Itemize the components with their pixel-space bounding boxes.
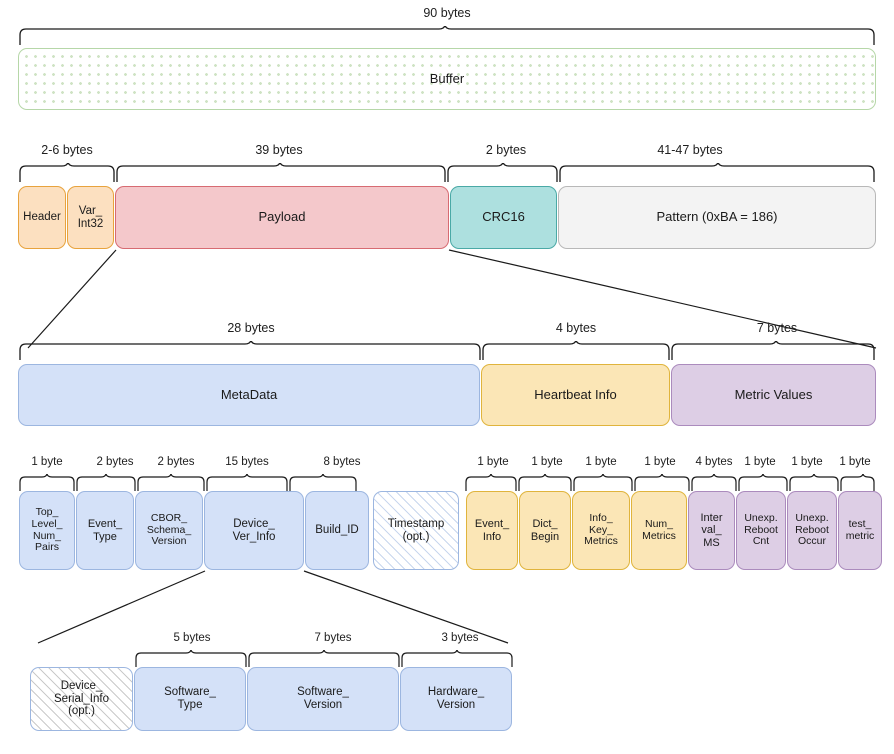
block-num-metrics[interactable]: Num_ Metrics	[631, 491, 687, 570]
block-label: Pattern (0xBA = 186)	[656, 209, 778, 225]
row4-brace-label-5: 1 byte	[477, 456, 509, 468]
block-buffer[interactable]: Buffer	[18, 48, 876, 110]
block-label: Num_ Metrics	[642, 517, 676, 542]
block-label: CRC16	[482, 209, 525, 225]
row4-brace-label-8: 1 byte	[644, 456, 676, 468]
block-pattern[interactable]: Pattern (0xBA = 186)	[558, 186, 876, 249]
row4-brace-label-7: 1 byte	[585, 456, 617, 468]
block-unexp-reboot-cnt[interactable]: Unexp. Reboot Cnt	[736, 491, 786, 570]
row3-brace-label-2: 7 bytes	[756, 321, 798, 335]
row3-brace-label-1: 4 bytes	[555, 321, 597, 335]
block-label: Build_ID	[315, 524, 359, 537]
row5-brace-label-1: 7 bytes	[314, 632, 352, 644]
block-metric-values[interactable]: Metric Values	[671, 364, 876, 426]
row4-brace-label-6: 1 byte	[531, 456, 563, 468]
block-heartbeat-info[interactable]: Heartbeat Info	[481, 364, 670, 426]
block-label: MetaData	[220, 386, 278, 402]
block-label: Metric Values	[734, 386, 813, 402]
block-crc16[interactable]: CRC16	[450, 186, 557, 249]
block-interval-ms[interactable]: Inter val_ MS	[688, 491, 735, 570]
block-unexp-reboot-occur[interactable]: Unexp. Reboot Occur	[787, 491, 837, 570]
block-device-serial-info[interactable]: Device_ Serial_Info (opt.)	[30, 667, 133, 731]
block-label: Software_ Version	[297, 686, 349, 711]
block-label: Device_ Serial_Info (opt.)	[54, 679, 109, 718]
row4-brace-label-1: 2 bytes	[96, 456, 134, 468]
row4-brace-label-3: 15 bytes	[225, 456, 269, 468]
row2-brace-label-2: 2 bytes	[485, 143, 527, 157]
leader-lines-device-ver-info-to-row5	[37, 570, 509, 644]
row4-brace-label-2: 2 bytes	[157, 456, 195, 468]
block-label: CBOR_ Schema_ Version	[146, 511, 192, 548]
block-metadata[interactable]: MetaData	[18, 364, 480, 426]
row3-brace-label-0: 28 bytes	[227, 321, 275, 335]
row4-brace-label-9: 4 bytes	[695, 456, 733, 468]
block-header[interactable]: Header	[18, 186, 66, 249]
block-label: Header	[23, 211, 61, 224]
row5-brace-label-0: 5 bytes	[173, 632, 211, 644]
block-label: test_ metric	[845, 517, 875, 542]
row1-brace	[19, 26, 875, 45]
block-cbor-schema-version[interactable]: CBOR_ Schema_ Version	[135, 491, 203, 570]
row5-braces	[135, 650, 513, 667]
row2-brace-label-0: 2-6 bytes	[41, 143, 93, 157]
block-label: Software_ Type	[164, 686, 216, 711]
row3-braces	[19, 341, 875, 360]
row2-braces	[19, 163, 875, 182]
block-label: Device_ Ver_Info	[232, 517, 276, 543]
block-event-info[interactable]: Event_ Info	[466, 491, 518, 570]
block-event-type[interactable]: Event_ Type	[76, 491, 134, 570]
block-payload[interactable]: Payload	[115, 186, 449, 249]
block-label: Top_ Level_ Num_ Pairs	[31, 506, 63, 554]
block-info-key-metrics[interactable]: Info_ Key_ Metrics	[572, 491, 630, 570]
block-label: Event_ Info	[474, 518, 510, 543]
block-label: Heartbeat Info	[534, 386, 617, 402]
block-test-metric[interactable]: test_ metric	[838, 491, 882, 570]
block-label: Var_ Int32	[77, 204, 104, 230]
row1-brace-label-90-bytes: 90 bytes	[423, 6, 471, 20]
row2-brace-label-1: 39 bytes	[255, 143, 303, 157]
row4-brace-label-10: 1 byte	[744, 456, 776, 468]
leader-lines-payload-to-metadata	[27, 249, 877, 349]
row2-brace-label-3: 41-47 bytes	[657, 143, 723, 157]
row4-braces	[19, 474, 875, 491]
block-label: Dict_ Begin	[530, 518, 560, 543]
row4-brace-label-11: 1 byte	[791, 456, 823, 468]
block-label: Unexp. Reboot Occur	[795, 511, 829, 548]
block-hardware-version[interactable]: Hardware_ Version	[400, 667, 512, 731]
row4-brace-label-12: 1 byte	[839, 456, 871, 468]
block-label: Event_ Type	[87, 518, 123, 543]
block-label: Timestamp (opt.)	[387, 517, 445, 543]
block-software-version[interactable]: Software_ Version	[247, 667, 399, 731]
block-software-type[interactable]: Software_ Type	[134, 667, 246, 731]
block-top-level-num-pairs[interactable]: Top_ Level_ Num_ Pairs	[19, 491, 75, 570]
block-label: Buffer	[429, 70, 465, 86]
block-label: Payload	[258, 209, 306, 225]
row4-brace-label-0: 1 byte	[31, 456, 63, 468]
row5-brace-label-2: 3 bytes	[441, 632, 479, 644]
block-build-id[interactable]: Build_ID	[305, 491, 369, 570]
block-label: Inter val_ MS	[700, 512, 723, 549]
buffer-dot-pattern	[19, 49, 875, 109]
block-label: Info_ Key_ Metrics	[584, 511, 618, 548]
row4-brace-label-4: 8 bytes	[323, 456, 361, 468]
block-device-ver-info[interactable]: Device_ Ver_Info	[204, 491, 304, 570]
block-label: Unexp. Reboot Cnt	[744, 511, 778, 548]
block-dict-begin[interactable]: Dict_ Begin	[519, 491, 571, 570]
block-label: Hardware_ Version	[427, 686, 485, 711]
block-timestamp[interactable]: Timestamp (opt.)	[373, 491, 459, 570]
block-var-int32[interactable]: Var_ Int32	[67, 186, 114, 249]
